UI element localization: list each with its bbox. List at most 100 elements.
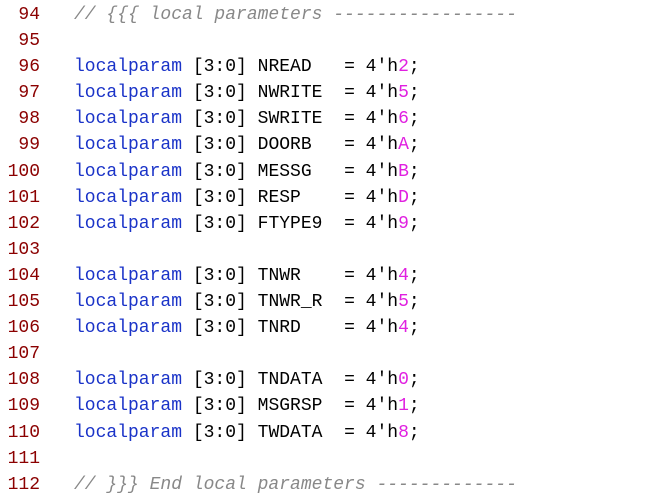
param-terminator: ; [408, 370, 420, 391]
param-name: MESSG [257, 161, 334, 182]
line-number: 110 [7, 422, 40, 443]
param-hex-value: B [398, 161, 409, 182]
line-number: 94 [18, 5, 40, 25]
line-number: 111 [7, 448, 40, 469]
keyword-localparam: localparam [74, 265, 183, 286]
code-line[interactable]: 103 [0, 237, 649, 263]
line-number: 100 [7, 161, 40, 182]
param-assign: = 4'h [333, 57, 399, 78]
param-assign: = 4'h [333, 396, 399, 417]
code-line[interactable]: 112 // }}} End local parameters ---------… [0, 472, 649, 498]
line-number: 104 [7, 265, 40, 286]
code-line[interactable]: 107 [0, 341, 649, 367]
param-hex-value: A [398, 135, 409, 156]
param-terminator: ; [408, 135, 420, 156]
keyword-localparam: localparam [74, 396, 183, 417]
line-number: 112 [7, 474, 40, 495]
code-text: localparam [3:0] RESP = 4'hD; [40, 185, 420, 211]
keyword-localparam: localparam [74, 57, 183, 78]
code-text: localparam [3:0] TNDATA = 4'h0; [40, 367, 420, 393]
param-name: TNDATA [257, 370, 334, 391]
line-number: 99 [18, 135, 40, 156]
line-number: 108 [7, 370, 40, 391]
keyword-localparam: localparam [74, 109, 183, 130]
param-terminator: ; [408, 109, 420, 130]
param-hex-value: 2 [398, 57, 409, 78]
param-assign: = 4'h [333, 83, 399, 104]
param-terminator: ; [408, 292, 420, 313]
param-hex-value: 5 [398, 292, 409, 313]
param-terminator: ; [408, 265, 420, 286]
param-range: [3:0] [182, 83, 258, 104]
keyword-localparam: localparam [74, 83, 183, 104]
param-hex-value: 4 [398, 265, 409, 286]
param-range: [3:0] [182, 318, 258, 339]
param-terminator: ; [408, 396, 420, 417]
param-hex-value: 8 [398, 422, 409, 443]
param-terminator: ; [408, 213, 420, 234]
keyword-localparam: localparam [74, 135, 183, 156]
code-line[interactable]: 99 localparam [3:0] DOORB = 4'hA; [0, 132, 649, 158]
code-comment: // {{{ local parameters ----------------… [74, 5, 517, 25]
code-text [40, 446, 74, 472]
param-name: TWDATA [257, 422, 334, 443]
param-hex-value: 4 [398, 318, 409, 339]
code-text [40, 28, 74, 54]
code-text: // }}} End local parameters ------------… [40, 472, 517, 498]
code-text: localparam [3:0] MSGRSP = 4'h1; [40, 393, 420, 419]
param-assign: = 4'h [333, 135, 399, 156]
param-name: MSGRSP [257, 396, 334, 417]
param-range: [3:0] [182, 57, 258, 78]
param-terminator: ; [408, 57, 420, 78]
code-text: localparam [3:0] TNRD = 4'h4; [40, 315, 420, 341]
param-assign: = 4'h [333, 213, 399, 234]
param-assign: = 4'h [333, 422, 399, 443]
param-range: [3:0] [182, 161, 258, 182]
code-text [40, 237, 74, 263]
param-name: RESP [257, 187, 334, 208]
param-name: TNWR_R [257, 292, 334, 313]
param-hex-value: 5 [398, 83, 409, 104]
param-name: TNWR [257, 265, 334, 286]
param-name: SWRITE [257, 109, 334, 130]
keyword-localparam: localparam [74, 370, 183, 391]
line-number: 109 [7, 396, 40, 417]
param-terminator: ; [408, 83, 420, 104]
param-range: [3:0] [182, 422, 258, 443]
param-name: NREAD [257, 57, 334, 78]
param-hex-value: 9 [398, 213, 409, 234]
line-number: 103 [7, 239, 40, 260]
keyword-localparam: localparam [74, 161, 183, 182]
code-line[interactable]: 111 [0, 446, 649, 472]
param-name: TNRD [257, 318, 334, 339]
param-terminator: ; [408, 422, 420, 443]
line-number: 102 [7, 213, 40, 234]
param-range: [3:0] [182, 396, 258, 417]
code-line[interactable]: 95 [0, 28, 649, 54]
param-name: NWRITE [257, 83, 334, 104]
param-name: DOORB [257, 135, 334, 156]
code-comment: // }}} End local parameters ------------… [74, 474, 517, 495]
param-assign: = 4'h [333, 318, 399, 339]
param-range: [3:0] [182, 135, 258, 156]
param-name: FTYPE9 [257, 213, 334, 234]
keyword-localparam: localparam [74, 187, 183, 208]
keyword-localparam: localparam [74, 292, 183, 313]
line-number: 107 [7, 344, 40, 365]
code-line[interactable]: 94 // {{{ local parameters --------------… [0, 2, 649, 28]
param-terminator: ; [408, 187, 420, 208]
param-assign: = 4'h [333, 161, 399, 182]
